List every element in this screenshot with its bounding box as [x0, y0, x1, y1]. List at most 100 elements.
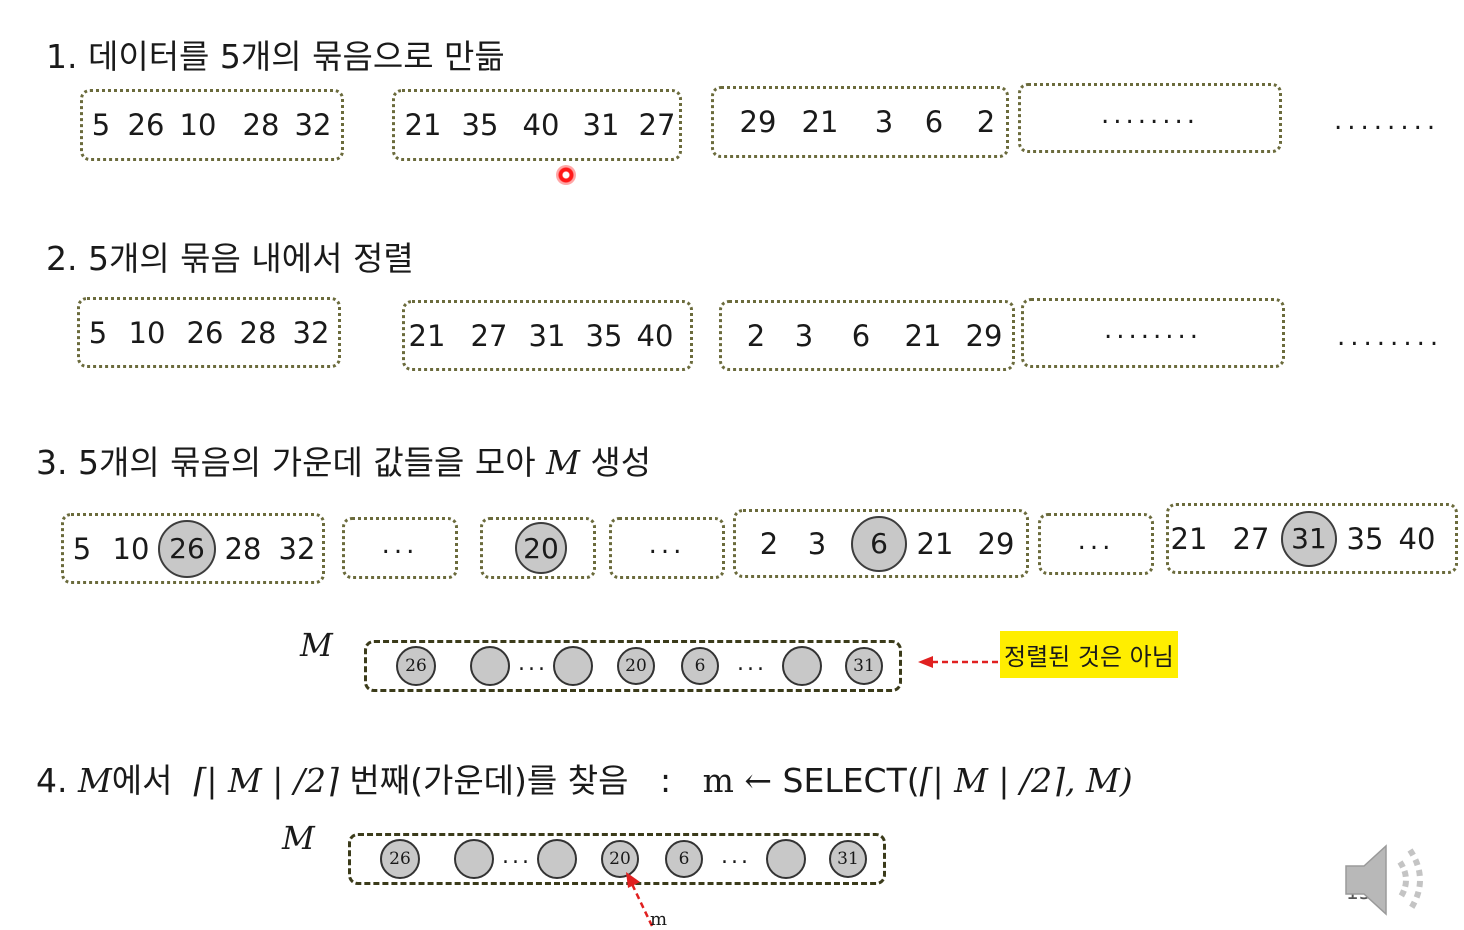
number: 10	[128, 315, 166, 350]
number: 3	[874, 105, 894, 139]
number: 32	[294, 108, 332, 142]
number: 2	[759, 526, 779, 561]
median-circle: 20	[601, 840, 639, 878]
median-array: 26 ... 20 6 ... 31	[364, 640, 902, 692]
median-circle: 6	[681, 647, 719, 685]
number: 32	[278, 531, 316, 566]
median-circle	[782, 646, 822, 686]
median-circle: 31	[829, 840, 867, 878]
ellipsis: ...	[381, 530, 419, 560]
number: 28	[224, 531, 262, 566]
select-call: SELECT(	[782, 761, 920, 800]
median-circle: 31	[1281, 510, 1337, 567]
number: 27	[638, 108, 676, 142]
trailing-ellipsis: ........	[1337, 322, 1444, 352]
select-args: ⌈| M | /2⌉, M)	[919, 761, 1133, 800]
half-size-expr: ⌈| M | /2⌉	[193, 761, 339, 800]
ellipsis: ...	[737, 651, 767, 676]
median-circle: 20	[515, 522, 567, 574]
number: 29	[965, 318, 1003, 353]
step-3-text: 3. 5개의 묶음의 가운데 값들을 모아	[36, 443, 547, 482]
step-3-text-end: 생성	[579, 443, 652, 482]
number: 27	[1232, 521, 1270, 556]
number: 5	[72, 531, 92, 566]
ellipsis: ...	[721, 844, 751, 869]
number: 40	[1398, 521, 1436, 556]
group-box: 2 3 6 21 29	[733, 509, 1029, 578]
step-3-title: 3. 5개의 묶음의 가운데 값들을 모아 M 생성	[36, 436, 651, 484]
number: 29	[977, 526, 1015, 561]
group-box-more: ...	[342, 517, 458, 579]
ellipsis: ...	[648, 530, 686, 560]
number: 29	[739, 105, 777, 139]
median-circle: 6	[665, 840, 703, 878]
number: 21	[801, 105, 839, 139]
group-box: 5 10 26 28 32	[77, 297, 341, 368]
group-box: 20	[480, 517, 596, 579]
number: 10	[112, 531, 150, 566]
median-circle: 26	[158, 519, 216, 578]
number: 35	[1346, 521, 1384, 556]
number: 27	[470, 318, 508, 353]
number: 3	[794, 318, 814, 353]
pointer-arrow-icon	[626, 872, 654, 927]
number: 26	[127, 108, 165, 142]
number: 6	[851, 318, 871, 353]
number: 31	[582, 108, 620, 142]
median-circle: 26	[396, 646, 436, 686]
number: 2	[746, 318, 766, 353]
group-box: 5 10 26 28 32	[61, 513, 325, 584]
median-circle	[553, 646, 593, 686]
median-circle: 20	[617, 647, 655, 685]
number: 5	[91, 108, 111, 142]
number: 26	[186, 315, 224, 350]
median-circle: 6	[851, 515, 907, 572]
group-box-more: ........	[1018, 83, 1282, 153]
trailing-ellipsis: ........	[1334, 106, 1441, 136]
number: 5	[88, 315, 108, 350]
number: 21	[1170, 521, 1208, 556]
median-circle: 26	[380, 839, 420, 879]
ellipsis: ...	[502, 844, 532, 869]
speaker-icon[interactable]	[1342, 832, 1442, 924]
median-circle	[454, 839, 494, 879]
number: 21	[408, 318, 446, 353]
group-box-more: ........	[1021, 298, 1285, 368]
number: 40	[636, 318, 674, 353]
number: 3	[807, 526, 827, 561]
step-4-text: 에서	[111, 761, 173, 800]
number: 21	[904, 318, 942, 353]
group-box: 2 3 6 21 29	[719, 300, 1015, 371]
number: 32	[292, 315, 330, 350]
number: 21	[916, 526, 954, 561]
group-box: 21 27 31 35 40	[402, 300, 693, 371]
step-4-number: 4.	[36, 761, 78, 800]
median-circle	[766, 839, 806, 879]
number: 31	[528, 318, 566, 353]
not-sorted-note: 정렬된 것은 아님	[1000, 631, 1178, 678]
step-1-title: 1. 데이터를 5개의 묶음으로 만듦	[46, 37, 505, 76]
number: 35	[461, 108, 499, 142]
m-label: M	[282, 819, 315, 857]
group-box: 5 26 10 28 32	[80, 89, 344, 161]
group-box: 21 35 40 31 27	[392, 89, 682, 161]
median-circle: 31	[845, 647, 883, 685]
number: 10	[179, 108, 217, 142]
arrow-icon	[918, 656, 998, 668]
step-4-text-end: 번째(가운데)를 찾음	[349, 761, 629, 800]
step-4-title: 4. M에서 ⌈| M | /2⌉ 번째(가운데)를 찾음 : m ← SELE…	[36, 754, 1133, 802]
ellipsis: ........	[1103, 315, 1203, 345]
median-circle	[470, 646, 510, 686]
m-label: M	[300, 626, 333, 664]
number: 40	[522, 108, 560, 142]
group-box: 21 27 31 35 40	[1166, 503, 1458, 574]
step-2-title: 2. 5개의 묶음 내에서 정렬	[46, 239, 414, 278]
median-array: 26 ... 20 6 ... 31	[348, 833, 886, 885]
laser-pointer-icon	[556, 165, 576, 185]
number: 2	[976, 105, 996, 139]
number: 28	[242, 108, 280, 142]
median-circle	[537, 839, 577, 879]
ellipsis: ...	[518, 651, 548, 676]
m-symbol: M	[546, 443, 580, 482]
number: 35	[585, 318, 623, 353]
